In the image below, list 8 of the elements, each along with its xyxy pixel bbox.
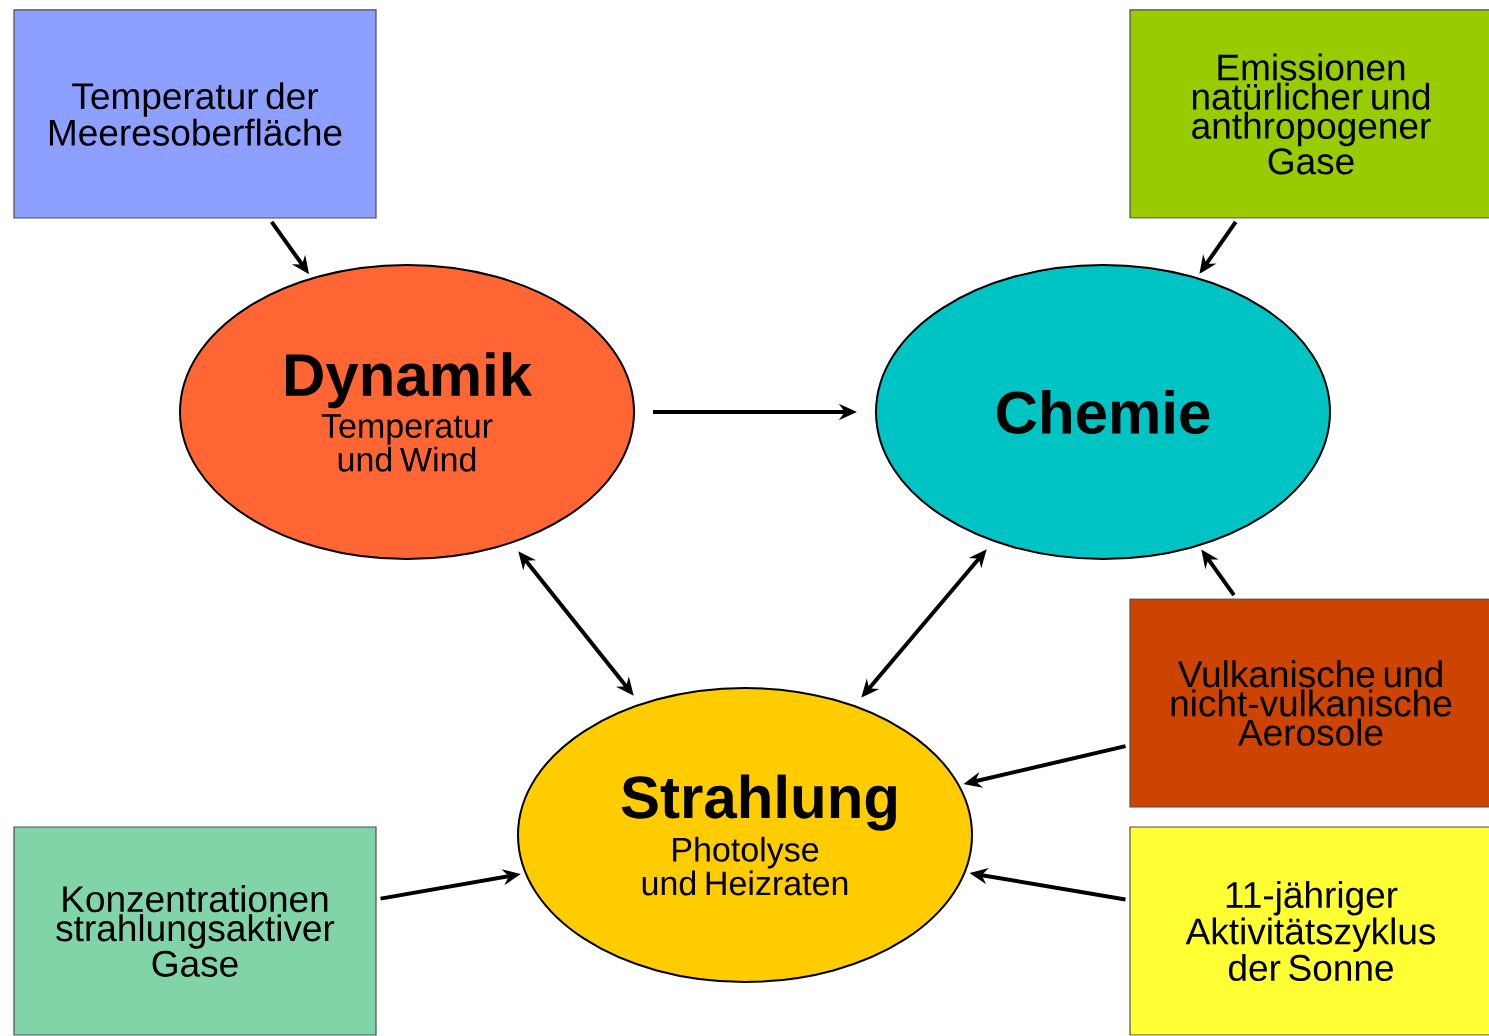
text-box: Vulkanische und nicht-vulkanische Aerosole — [1129, 598, 1489, 808]
ellipse-node: Dynamik Temperatur und Wind — [179, 264, 635, 560]
ellipse-node: Chemie — [875, 264, 1331, 560]
text-box: Konzentrationen strahlungsaktiver Gase — [13, 826, 377, 1036]
text-box: Emissionen natürlicher und anthropogener Gase — [1129, 9, 1489, 219]
text-box: Temperatur der Meeresoberfläche — [13, 9, 377, 219]
ellipse-node: Strahlung Photolyse und Heizraten — [517, 687, 973, 983]
text-box: 11-jähriger Aktivitätszyklus der Sonne — [1129, 826, 1489, 1036]
